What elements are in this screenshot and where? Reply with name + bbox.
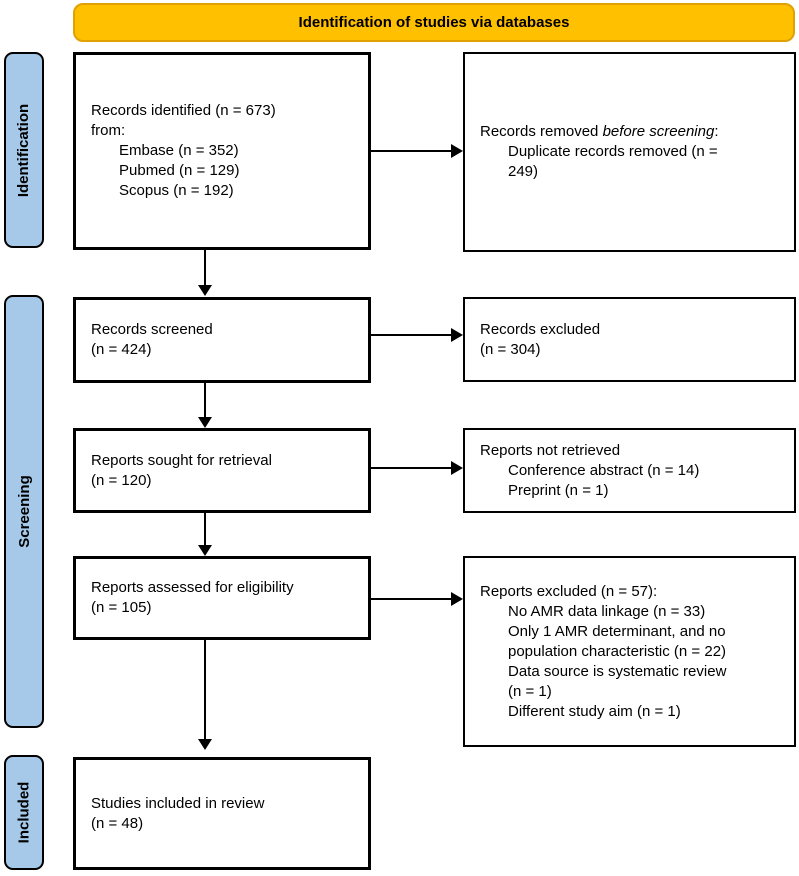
box-text-line: Reports not retrieved [480,441,621,459]
box-text-line: Different study aim (n = 1) [508,702,681,720]
box-text-line: No AMR data linkage (n = 33) [508,602,706,620]
box-reports-assessed: Reports assessed for eligibility (n = 105… [73,556,371,640]
arrow-sought-to-not-retrieved [371,461,463,475]
box-reports-sought: Reports sought for retrieval (n = 120) [73,428,371,513]
box-text-line: Preprint (n = 1) [508,481,609,499]
box-text-line: Only 1 AMR determinant, and no [508,622,726,640]
box-records-identified: Records identified (n = 673) from: Embase … [73,52,371,250]
box-text-line: Records screened [91,321,213,338]
arrow-sought-to-assessed [198,513,212,556]
arrow-identified-to-screened [198,250,212,296]
header-banner: Identification of studies via databases [73,3,795,42]
box-records-excluded: Records excluded (n = 304) [463,297,796,382]
box-text-line: Duplicate records removed (n = [508,143,718,160]
box-text-line: Reports excluded (n = 57): [480,582,658,600]
box-text-line: Records identified (n = 673) [91,102,276,119]
arrow-identified-to-removed [371,144,463,158]
box-text-line: Reports sought for retrieval [91,451,272,469]
arrow-assessed-to-included [198,640,212,750]
box-text-line: Data source is systematic review [508,662,727,680]
box-text-line: (n = 1) [508,682,552,700]
box-text-line: (n = 120) [91,471,152,489]
arrow-assessed-to-reports-excluded [371,592,463,606]
box-text-line: Scopus (n = 192) [119,182,234,199]
box-text-line: (n = 105) [91,599,152,616]
box-text-line: from: [91,122,126,139]
box-reports-excluded: Reports excluded (n = 57): No AMR data li… [463,556,796,747]
stage-label-included: Included [4,755,44,870]
box-text-line: population characteristic (n = 22) [508,642,727,660]
stage-label-screening-text: Screening [15,475,33,548]
box-records-removed: Records removed before screening: Duplica… [463,52,796,252]
stage-label-screening: Screening [4,295,44,728]
stage-label-included-text: Included [15,781,33,844]
box-text-line: Conference abstract (n = 14) [508,461,700,479]
header-title: Identification of studies via databases [298,14,570,31]
box-text-line: (n = 424) [91,341,152,358]
box-text-line: 249) [508,163,539,180]
stage-label-identification-text: Identification [15,103,33,197]
box-text-line: Records excluded [480,320,601,338]
arrow-screened-to-sought [198,383,212,428]
box-studies-included: Studies included in review (n = 48) [73,757,371,870]
box-text-line: Pubmed (n = 129) [119,162,240,179]
stage-label-identification: Identification [4,52,44,248]
box-text-line: Records removed before screening: [480,123,719,140]
box-text-line: Studies included in review [91,794,265,812]
box-text-line: Embase (n = 352) [119,142,239,159]
box-text-line: (n = 304) [480,340,541,358]
box-records-screened: Records screened (n = 424) [73,297,371,383]
box-text-line: (n = 48) [91,814,144,832]
arrow-screened-to-excluded [371,328,463,342]
box-text-line: Reports assessed for eligibility [91,579,294,596]
